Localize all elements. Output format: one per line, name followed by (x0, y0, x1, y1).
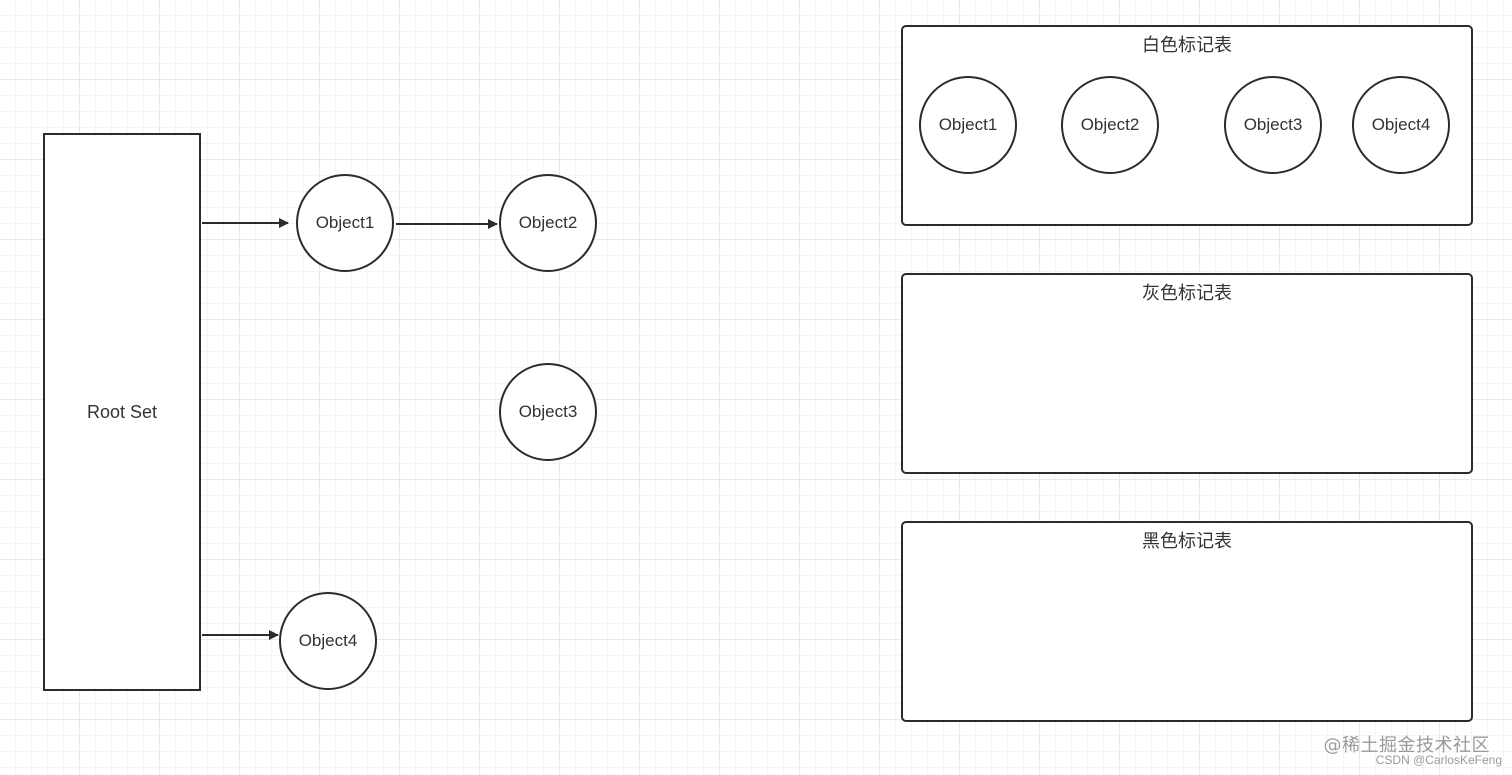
white-table-item-object1: Object1 (919, 76, 1017, 174)
node-label: Object4 (298, 631, 358, 650)
black-mark-table: 黑色标记表 (901, 521, 1473, 722)
node-label: Object3 (518, 402, 578, 421)
watermark-juejin: @稀土掘金技术社区 (1323, 735, 1490, 756)
white-table-item-object4: Object4 (1352, 76, 1450, 174)
node-object4: Object4 (279, 592, 377, 690)
root-set-label: Root Set (86, 401, 158, 422)
white-table-item-object2: Object2 (1061, 76, 1159, 174)
node-label: Object3 (1243, 115, 1303, 134)
white-mark-table: 白色标记表 Object1 Object2 Object3 Object4 (901, 25, 1473, 226)
watermark-csdn: CSDN @CarlosKeFeng (1375, 753, 1502, 767)
white-table-item-object3: Object3 (1224, 76, 1322, 174)
node-label: Object4 (1371, 115, 1431, 134)
node-label: Object1 (315, 213, 375, 232)
node-object3: Object3 (499, 363, 597, 461)
node-label: Object2 (518, 213, 578, 232)
table-title: 黑色标记表 (1142, 531, 1232, 552)
node-label: Object2 (1080, 115, 1140, 134)
table-title: 白色标记表 (1142, 35, 1232, 56)
node-object1: Object1 (296, 174, 394, 272)
root-set-box: Root Set (43, 133, 201, 691)
node-label: Object1 (938, 115, 998, 134)
table-title: 灰色标记表 (1142, 283, 1232, 304)
gray-mark-table: 灰色标记表 (901, 273, 1473, 474)
node-object2: Object2 (499, 174, 597, 272)
